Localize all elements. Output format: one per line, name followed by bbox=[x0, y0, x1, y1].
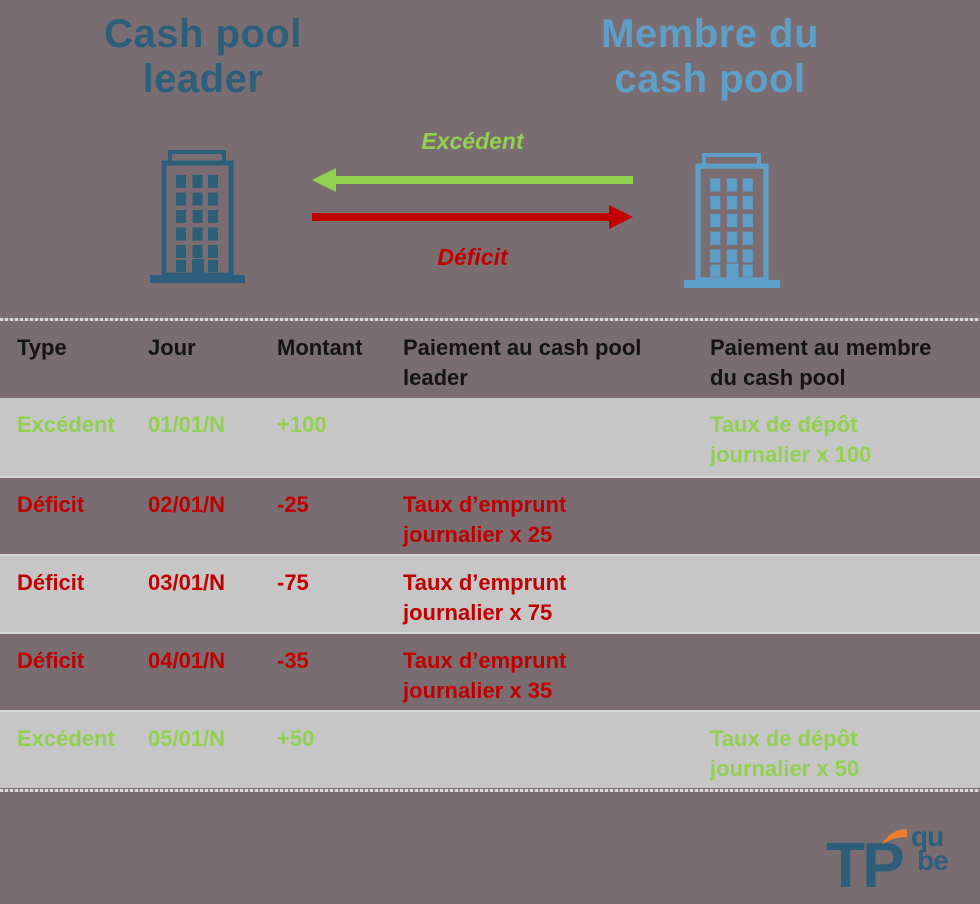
cell-paiement-leader bbox=[403, 398, 710, 476]
table-bottom-divider bbox=[0, 789, 980, 792]
table-row: Excédent 05/01/N +50 Taux de dépôt journ… bbox=[0, 710, 980, 788]
table-header-row: Type Jour Montant Paiement au cash pool … bbox=[0, 321, 980, 398]
cell-paiement-membre bbox=[710, 634, 980, 710]
cell-jour: 02/01/N bbox=[148, 492, 226, 517]
cell-paiement-leader: Taux d’emprunt journalier x 35 bbox=[403, 634, 710, 710]
deficit-flow-label: Déficit bbox=[437, 244, 508, 270]
cell-paiement-membre bbox=[710, 556, 980, 632]
table-row: Déficit 04/01/N -35 Taux d’emprunt journ… bbox=[0, 632, 980, 710]
arrow-right-red-icon bbox=[312, 205, 633, 229]
arrow-left-green-icon bbox=[312, 168, 633, 192]
cell-montant: -75 bbox=[277, 570, 309, 595]
table-top-divider bbox=[0, 318, 980, 321]
table-row: Déficit 02/01/N -25 Taux d’emprunt journ… bbox=[0, 476, 980, 554]
swoosh-icon bbox=[882, 829, 907, 844]
cell-paiement-membre bbox=[710, 478, 980, 554]
cell-paiement-leader: Taux d’emprunt journalier x 75 bbox=[403, 556, 710, 632]
logo-tp-text: TP bbox=[826, 829, 905, 901]
cell-type: Déficit bbox=[17, 570, 85, 595]
header-paiement-leader-text: Paiement au cash pool leader bbox=[403, 335, 642, 390]
cell-montant: +100 bbox=[277, 412, 327, 437]
cell-paiement-leader-text: Taux d’emprunt journalier x 35 bbox=[403, 648, 567, 703]
header-paiement-membre-text: Paiement au membre du cash pool bbox=[710, 335, 932, 390]
building-icon bbox=[683, 153, 781, 288]
header-type: Type bbox=[17, 335, 67, 360]
cell-paiement-leader bbox=[403, 712, 710, 788]
cell-paiement-leader: Taux d’emprunt journalier x 25 bbox=[403, 478, 710, 554]
logo-qu-text: qu bbox=[911, 821, 944, 852]
cell-montant: -25 bbox=[277, 492, 309, 517]
cell-montant: -35 bbox=[277, 648, 309, 673]
cell-type: Excédent bbox=[17, 412, 115, 437]
table-row: Excédent 01/01/N +100 Taux de dépôt jour… bbox=[0, 398, 980, 476]
building-icon bbox=[150, 150, 245, 283]
cell-type: Déficit bbox=[17, 648, 85, 673]
cell-jour: 03/01/N bbox=[148, 570, 226, 595]
cell-paiement-membre-text: Taux de dépôt journalier x 100 bbox=[710, 412, 872, 467]
cash-pool-leader-title: Cash pool leader bbox=[104, 12, 302, 101]
cash-pool-member-title: Membre du cash pool bbox=[601, 12, 819, 101]
cash-flows-table: Type Jour Montant Paiement au cash pool … bbox=[0, 321, 980, 788]
header-montant: Montant bbox=[277, 335, 363, 360]
header-paiement-leader: Paiement au cash pool leader bbox=[403, 321, 710, 398]
cell-montant: +50 bbox=[277, 726, 315, 751]
cell-paiement-leader-text: Taux d’emprunt journalier x 25 bbox=[403, 492, 567, 547]
cell-paiement-leader-text: Taux d’emprunt journalier x 75 bbox=[403, 570, 567, 625]
cell-type: Excédent bbox=[17, 726, 115, 751]
logo-be-text: be bbox=[917, 845, 949, 876]
header-jour: Jour bbox=[148, 335, 196, 360]
cell-type: Déficit bbox=[17, 492, 85, 517]
header-paiement-membre: Paiement au membre du cash pool bbox=[710, 321, 980, 398]
surplus-flow-label: Excédent bbox=[421, 128, 524, 154]
cell-paiement-membre-text: Taux de dépôt journalier x 50 bbox=[710, 726, 860, 781]
table-row: Déficit 03/01/N -75 Taux d’emprunt journ… bbox=[0, 554, 980, 632]
cell-paiement-membre: Taux de dépôt journalier x 50 bbox=[710, 712, 980, 788]
cell-jour: 04/01/N bbox=[148, 648, 226, 673]
cell-jour: 05/01/N bbox=[148, 726, 226, 751]
cell-paiement-membre: Taux de dépôt journalier x 100 bbox=[710, 398, 980, 476]
cell-jour: 01/01/N bbox=[148, 412, 226, 437]
